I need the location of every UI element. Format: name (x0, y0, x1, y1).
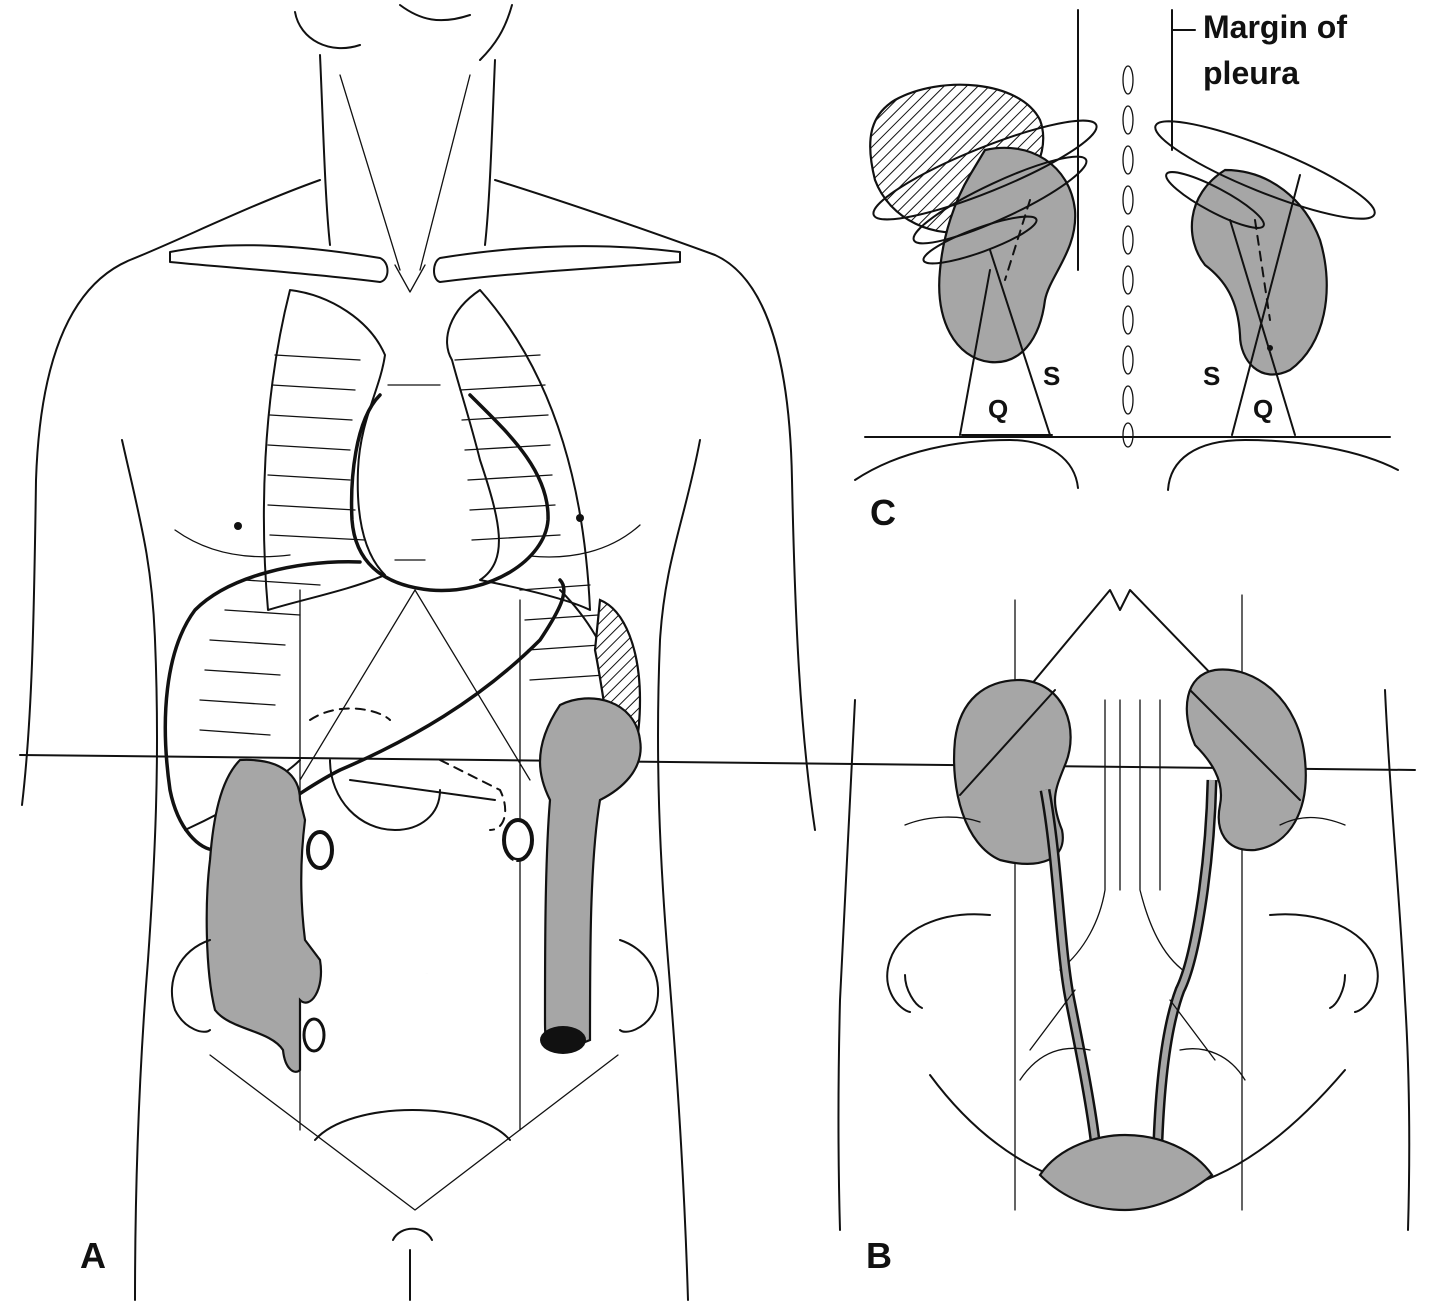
loop-tube-inner (322, 860, 515, 975)
heart-outline (352, 395, 548, 590)
sternum (388, 385, 440, 560)
vertebral-column (1123, 66, 1133, 447)
q-label-left: Q (988, 394, 1008, 424)
buttock-curves-c (855, 440, 1398, 490)
stomach-outline (330, 760, 495, 830)
left-shoulder-arm (22, 180, 320, 805)
panel-a: A (22, 5, 815, 1300)
panel-c: Margin of pleura (855, 9, 1398, 533)
s-label-left: S (1043, 361, 1060, 391)
left-nipple (234, 522, 242, 530)
right-clavicle (434, 246, 680, 282)
right-trunk-side (658, 440, 700, 1300)
bladder-b (1040, 1135, 1212, 1210)
chin-outline (295, 5, 512, 60)
rib-lines-left-side (200, 355, 365, 735)
s-label-right: S (1203, 361, 1220, 391)
bladder-arc (315, 1110, 510, 1140)
neck-outline (320, 55, 495, 245)
small-stoma (304, 1019, 324, 1051)
panel-b-letter: B (866, 1235, 892, 1276)
margin-label-line1: Margin of (1203, 9, 1347, 45)
umbilicus (393, 1229, 432, 1300)
pleura-margin-lines (1078, 10, 1172, 270)
descending-colon (540, 698, 641, 1050)
panel-c-letter: C (870, 492, 896, 533)
aorta-lines (1060, 700, 1190, 975)
ascending-colon (207, 760, 321, 1072)
q-label-right: Q (1253, 394, 1273, 424)
right-stoma (308, 832, 332, 868)
sigmoid-end (540, 1026, 586, 1054)
left-clavicle (170, 245, 388, 282)
pelvic-lines-b (1020, 990, 1245, 1080)
panel-b: B (839, 590, 1410, 1276)
kidney-c-right (1192, 170, 1327, 375)
right-shoulder-arm (495, 180, 815, 830)
loop-tube (322, 860, 515, 975)
sternomastoid-lines (340, 75, 470, 292)
left-ureter (1158, 780, 1212, 1140)
pectoral-lines (175, 525, 640, 557)
left-stoma (504, 820, 532, 860)
panel-a-letter: A (80, 1235, 106, 1276)
iliac-crests-b (887, 914, 1377, 1012)
margin-label-line2: pleura (1203, 55, 1299, 91)
left-trunk-side (122, 440, 157, 1300)
